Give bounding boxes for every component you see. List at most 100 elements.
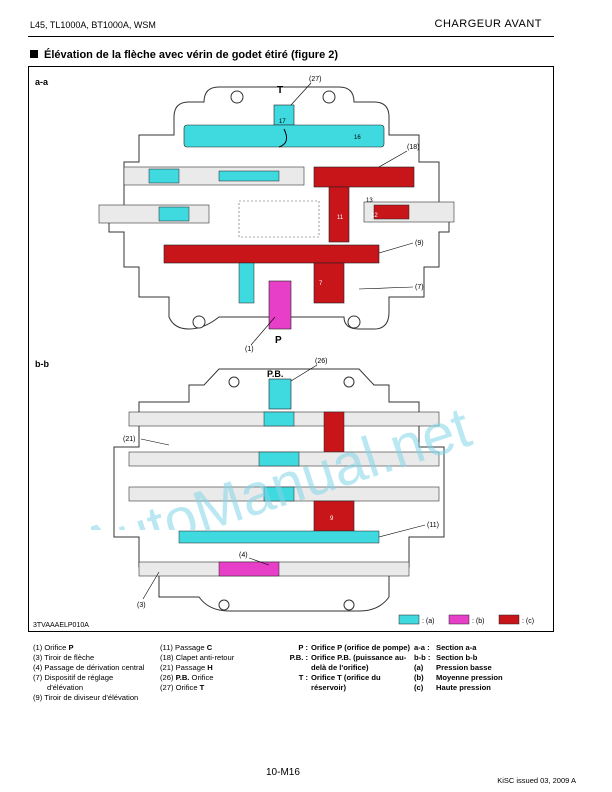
- bolt-hole: [230, 90, 244, 104]
- section-title-text: Élévation de la flèche avec vérin de god…: [44, 49, 339, 61]
- caption-item: (4) Passage de dérivation central: [33, 663, 145, 672]
- caption-item: T :Orifice T (orifice du: [298, 673, 381, 682]
- legend-label-a: : (a): [422, 618, 434, 625]
- medium-pressure-chamber: [218, 561, 280, 577]
- bolt-hole: [347, 315, 361, 329]
- header-models: L45, TL1000A, BT1000A, WSM: [30, 20, 156, 30]
- callout-4: (4): [239, 552, 248, 559]
- leader-line: [378, 150, 408, 168]
- low-pressure-chamber: [218, 170, 280, 182]
- inner-num-11: 11: [337, 215, 344, 221]
- divider-chamber: [313, 262, 345, 304]
- caption-column-2: (11) Passage C (18) Clapet anti-retour (…: [160, 643, 234, 693]
- caption-column-4: a-a :Section a-a b-b :Section b-b (a)Pre…: [414, 643, 503, 693]
- caption-item: (11) Passage C: [160, 643, 213, 652]
- bolt-hole: [322, 90, 336, 104]
- header-section: CHARGEUR AVANT: [434, 18, 542, 30]
- port-pb-label: P.B.: [267, 369, 283, 379]
- inner-num-7: 7: [319, 281, 323, 287]
- callout-18: (18): [407, 144, 419, 151]
- caption-item: a-a :Section a-a: [414, 643, 477, 652]
- inner-num-12: 12: [371, 213, 378, 219]
- caption-item: (18) Clapet anti-retour: [160, 653, 235, 662]
- leader-line: [378, 524, 426, 538]
- section-title: Élévation de la flèche avec vérin de god…: [30, 49, 338, 61]
- caption-item: (c)Haute pression: [414, 683, 491, 692]
- high-pressure-chamber: [373, 204, 410, 220]
- callout-1: (1): [245, 346, 254, 353]
- low-pressure-chamber: [263, 486, 295, 502]
- leader-line: [248, 557, 270, 566]
- caption-column-1: (1) Orifice P (3) Tiroir de flèche (4) P…: [33, 643, 144, 703]
- legend-label-c: : (c): [522, 618, 534, 625]
- caption-item: (a)Pression basse: [414, 663, 492, 672]
- caption-item: réservoir): [311, 683, 347, 692]
- page-number: 10-M16: [266, 767, 300, 778]
- passage-11: [178, 530, 380, 544]
- leader-line: [250, 316, 276, 346]
- section-aa-label: a-a: [35, 77, 49, 87]
- callout-27: (27): [309, 76, 321, 83]
- callout-3: (3): [137, 602, 146, 609]
- inner-num-13: 13: [366, 198, 373, 204]
- caption-column-3: P :Orifice P (orifice de pompe) P.B. :Or…: [286, 643, 410, 693]
- high-pressure-chamber: [313, 166, 415, 188]
- inner-num-17: 17: [279, 119, 286, 125]
- callout-7: (7): [415, 284, 424, 291]
- callout-21: (21): [123, 436, 135, 443]
- low-pressure-chamber: [263, 411, 295, 427]
- legend-swatch-c: [498, 614, 520, 625]
- leader-line: [290, 364, 318, 382]
- leader-line: [378, 242, 414, 254]
- callout-26: (26): [315, 358, 327, 365]
- bolt-hole: [343, 376, 355, 388]
- divider-chamber: [313, 500, 355, 532]
- valve-diagram: a-a T 17 16 (27) 11 (18) 13 12 7 (9) (7)…: [33, 76, 534, 629]
- caption-item: P.B. :Orifice P.B. (puissance au-: [289, 653, 407, 662]
- caption-item: (27) Orifice T: [160, 683, 205, 692]
- bolt-hole: [343, 599, 355, 611]
- caption-item: (26) P.B. Orifice: [160, 673, 214, 682]
- caption-item: (1) Orifice P: [33, 643, 74, 652]
- bullet-square-icon: [30, 50, 38, 58]
- low-pressure-chamber: [148, 168, 180, 184]
- callout-11: (11): [427, 522, 439, 529]
- leader-line: [290, 82, 312, 106]
- pump-port-passage: [268, 280, 292, 330]
- bolt-hole: [228, 376, 240, 388]
- legend-label-b: : (b): [472, 618, 484, 625]
- callout-9: (9): [415, 240, 424, 247]
- caption-item: (3) Tiroir de flèche: [33, 653, 95, 662]
- image-code: 3TVAAAELP010A: [33, 622, 89, 629]
- bolt-hole: [192, 315, 206, 329]
- low-pressure-drop: [238, 262, 255, 304]
- middle-spool-left: [98, 204, 210, 224]
- caption-item: (b)Moyenne pression: [414, 673, 503, 682]
- caption-item: (9) Tiroir de diviseur d'élévation: [33, 693, 139, 702]
- high-pressure-chamber: [323, 411, 345, 453]
- issue-info: KiSC issued 03, 2009 A: [497, 776, 576, 785]
- section-bb-label: b-b: [35, 359, 49, 369]
- hydraulic-figure: a-a T 17 16 (27) 11 (18) 13 12 7 (9) (7)…: [28, 66, 554, 632]
- caption-item: delà de l'orifice): [311, 663, 369, 672]
- caption-item: d'élévation: [47, 683, 84, 692]
- caption-item: (21) Passage H: [160, 663, 213, 672]
- header-divider: [28, 36, 554, 37]
- caption-item: b-b :Section b-b: [414, 653, 478, 662]
- leader-line: [140, 438, 170, 446]
- inner-num-16: 16: [354, 135, 361, 141]
- bolt-hole: [218, 599, 230, 611]
- low-pressure-chamber: [258, 451, 300, 467]
- passage-c: [328, 186, 350, 243]
- caption-item: (7) Dispositif de réglage: [33, 673, 114, 682]
- low-pressure-chamber: [158, 206, 190, 222]
- pb-port-passage: [268, 378, 292, 410]
- leader-line: [142, 571, 160, 600]
- dashed-cavity: [238, 200, 320, 238]
- port-p-label: P: [275, 335, 282, 346]
- leader-line: [358, 286, 414, 290]
- flow-arrow-icon: [278, 128, 288, 148]
- inner-num-9: 9: [330, 516, 334, 522]
- port-t-label: T: [277, 85, 283, 96]
- legend-swatch-b: [448, 614, 470, 625]
